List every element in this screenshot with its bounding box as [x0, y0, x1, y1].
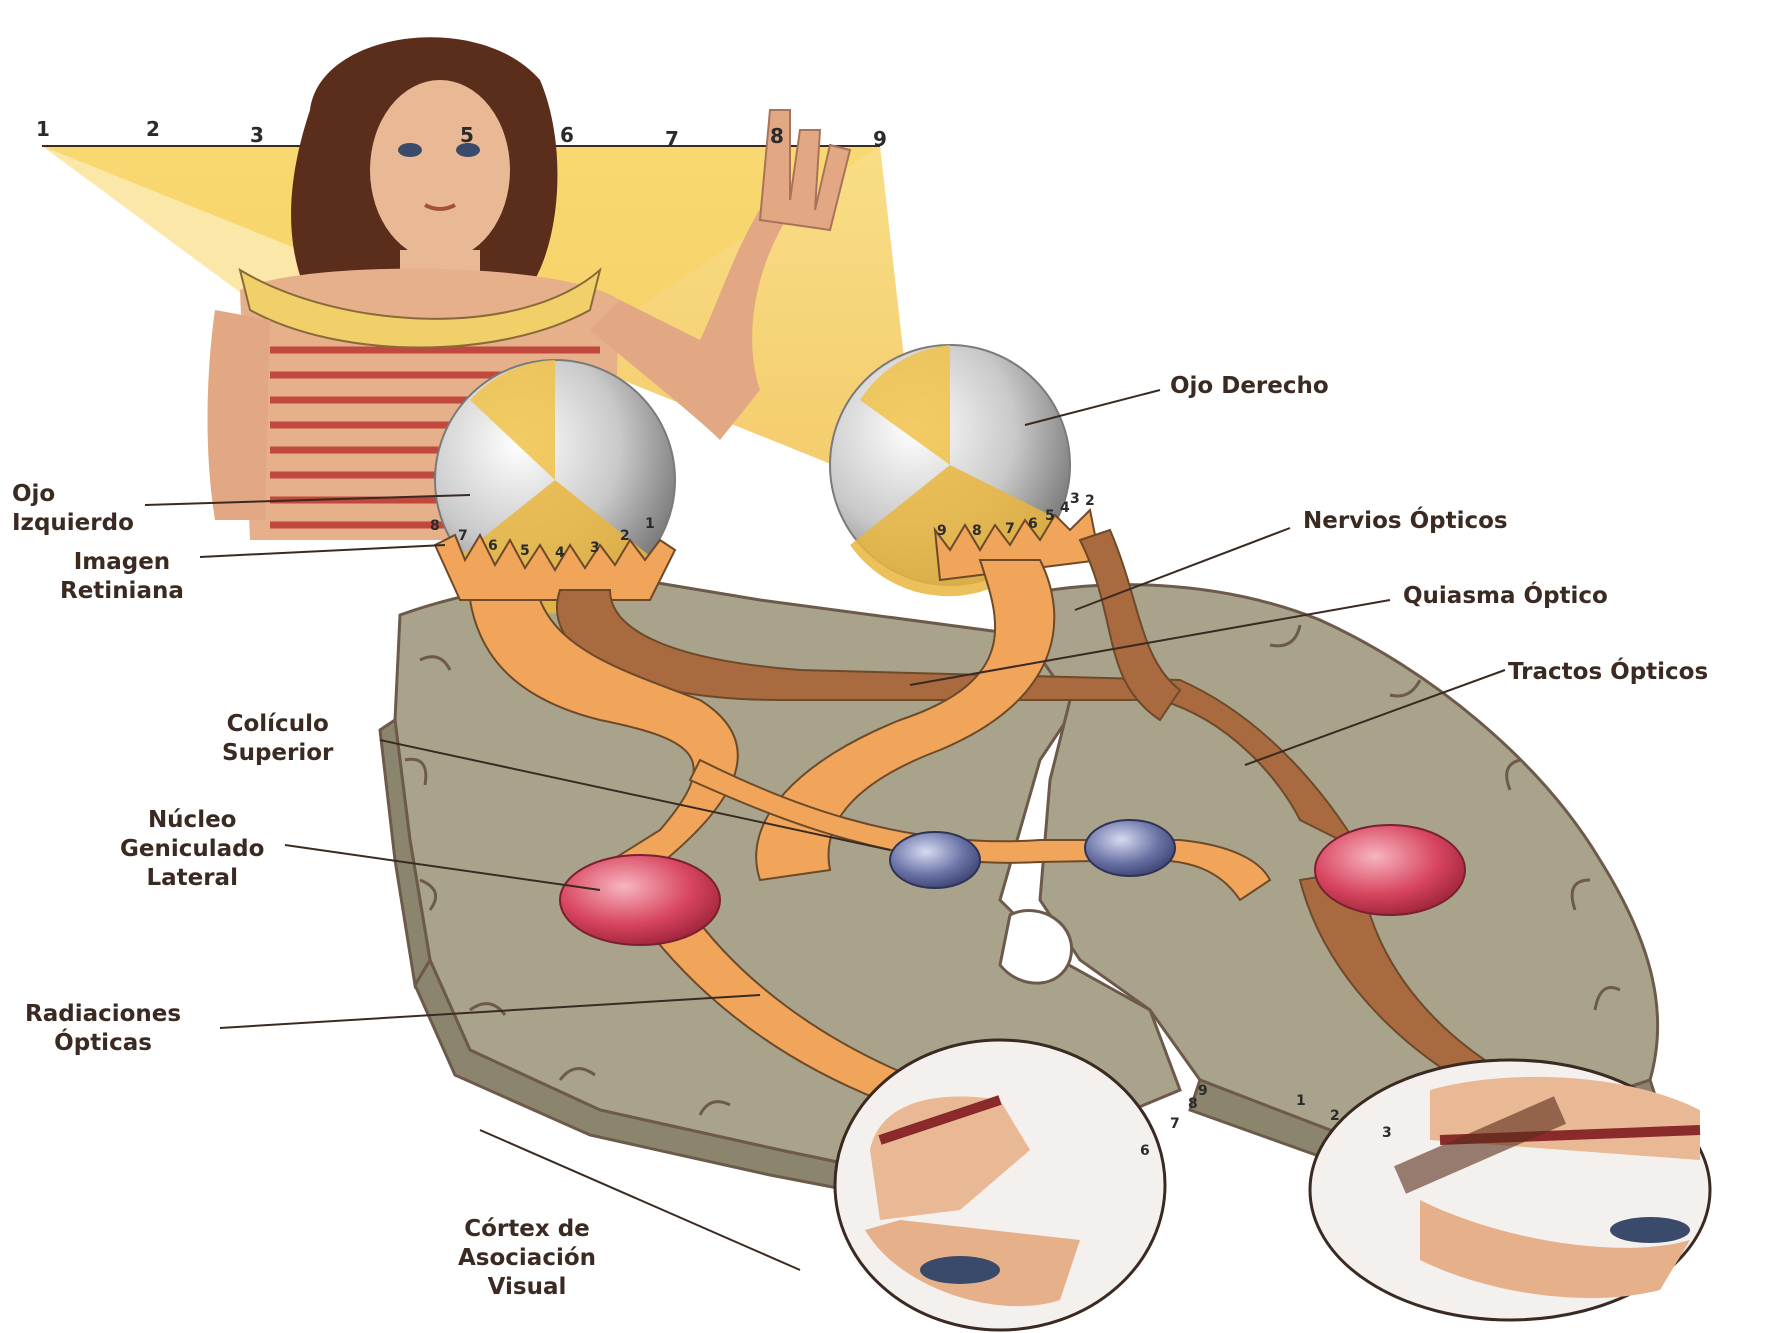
left-retina-number: 1 [645, 516, 655, 532]
label-line: Asociación [458, 1244, 596, 1273]
label-line: Imagen [60, 548, 184, 577]
right-superior-colliculus [1085, 820, 1175, 876]
left-cortex-number: 9 [1198, 1083, 1208, 1099]
left-retina-number: 2 [620, 528, 630, 544]
left-cortex-number: 8 [1188, 1096, 1198, 1112]
label-radiaciones-opticas: Radiaciones Ópticas [25, 1000, 181, 1058]
left-superior-colliculus [890, 832, 980, 888]
field-number-1: 1 [36, 117, 50, 141]
left-retina-number: 6 [488, 538, 498, 554]
right-retina-number: 9 [937, 523, 947, 539]
label-line: Izquierdo [12, 509, 134, 538]
field-number-9: 9 [873, 127, 887, 151]
label-tractos-opticos: Tractos Ópticos [1508, 658, 1708, 687]
right-retina-number: 6 [1028, 516, 1038, 532]
label-nucleo-geniculado: Núcleo Geniculado Lateral [120, 806, 264, 893]
right-retina-number: 3 [1070, 491, 1080, 507]
label-line: Córtex de [458, 1215, 596, 1244]
label-line: Ópticas [25, 1029, 181, 1058]
right-retina-number: 7 [1005, 521, 1015, 537]
label-ojo-izquierdo: Ojo Izquierdo [12, 480, 134, 538]
left-retina-number: 7 [458, 528, 468, 544]
right-cortex-number: 1 [1296, 1093, 1306, 1109]
label-line: Superior [222, 739, 333, 768]
right-retina-number: 2 [1085, 493, 1095, 509]
right-cortex-number: 3 [1382, 1125, 1392, 1141]
right-cortex-image [1310, 1060, 1710, 1320]
right-geniculate-nucleus [1315, 825, 1465, 915]
field-number-8: 8 [770, 124, 784, 148]
right-retina-number: 8 [972, 523, 982, 539]
left-retina-number: 3 [590, 540, 600, 556]
label-coliculo-superior: Colículo Superior [222, 710, 333, 768]
right-eyeball [830, 345, 1100, 596]
right-retina-number: 5 [1045, 508, 1055, 524]
label-quiasma-optico: Quiasma Óptico [1403, 582, 1608, 611]
label-line: Geniculado [120, 835, 264, 864]
left-cortex-image [835, 1040, 1165, 1330]
label-nervios-opticos: Nervios Ópticos [1303, 507, 1508, 536]
left-eyeball [435, 360, 675, 614]
right-cortex-number: 2 [1330, 1108, 1340, 1124]
label-imagen-retiniana: Imagen Retiniana [60, 548, 184, 606]
left-cortex-number: 7 [1170, 1116, 1180, 1132]
left-cortex-number: 6 [1140, 1143, 1150, 1159]
right-retina-number: 4 [1060, 500, 1070, 516]
label-line: Retiniana [60, 577, 184, 606]
field-number-6: 6 [560, 123, 574, 147]
left-retina-number: 5 [520, 543, 530, 559]
label-cortex-asociacion: Córtex de Asociación Visual [458, 1215, 596, 1302]
label-line: Núcleo [120, 806, 264, 835]
label-line: Colículo [222, 710, 333, 739]
label-line: Visual [458, 1273, 596, 1302]
label-line: Ojo [12, 480, 134, 509]
label-line: Lateral [120, 864, 264, 893]
left-retina-number: 4 [555, 545, 565, 561]
label-ojo-derecho: Ojo Derecho [1170, 372, 1329, 401]
field-number-7: 7 [665, 127, 679, 151]
field-number-5: 5 [460, 123, 474, 147]
left-retina-number: 8 [430, 518, 440, 534]
field-number-3: 3 [250, 123, 264, 147]
field-number-2: 2 [146, 117, 160, 141]
left-geniculate-nucleus [560, 855, 720, 945]
label-line: Radiaciones [25, 1000, 181, 1029]
